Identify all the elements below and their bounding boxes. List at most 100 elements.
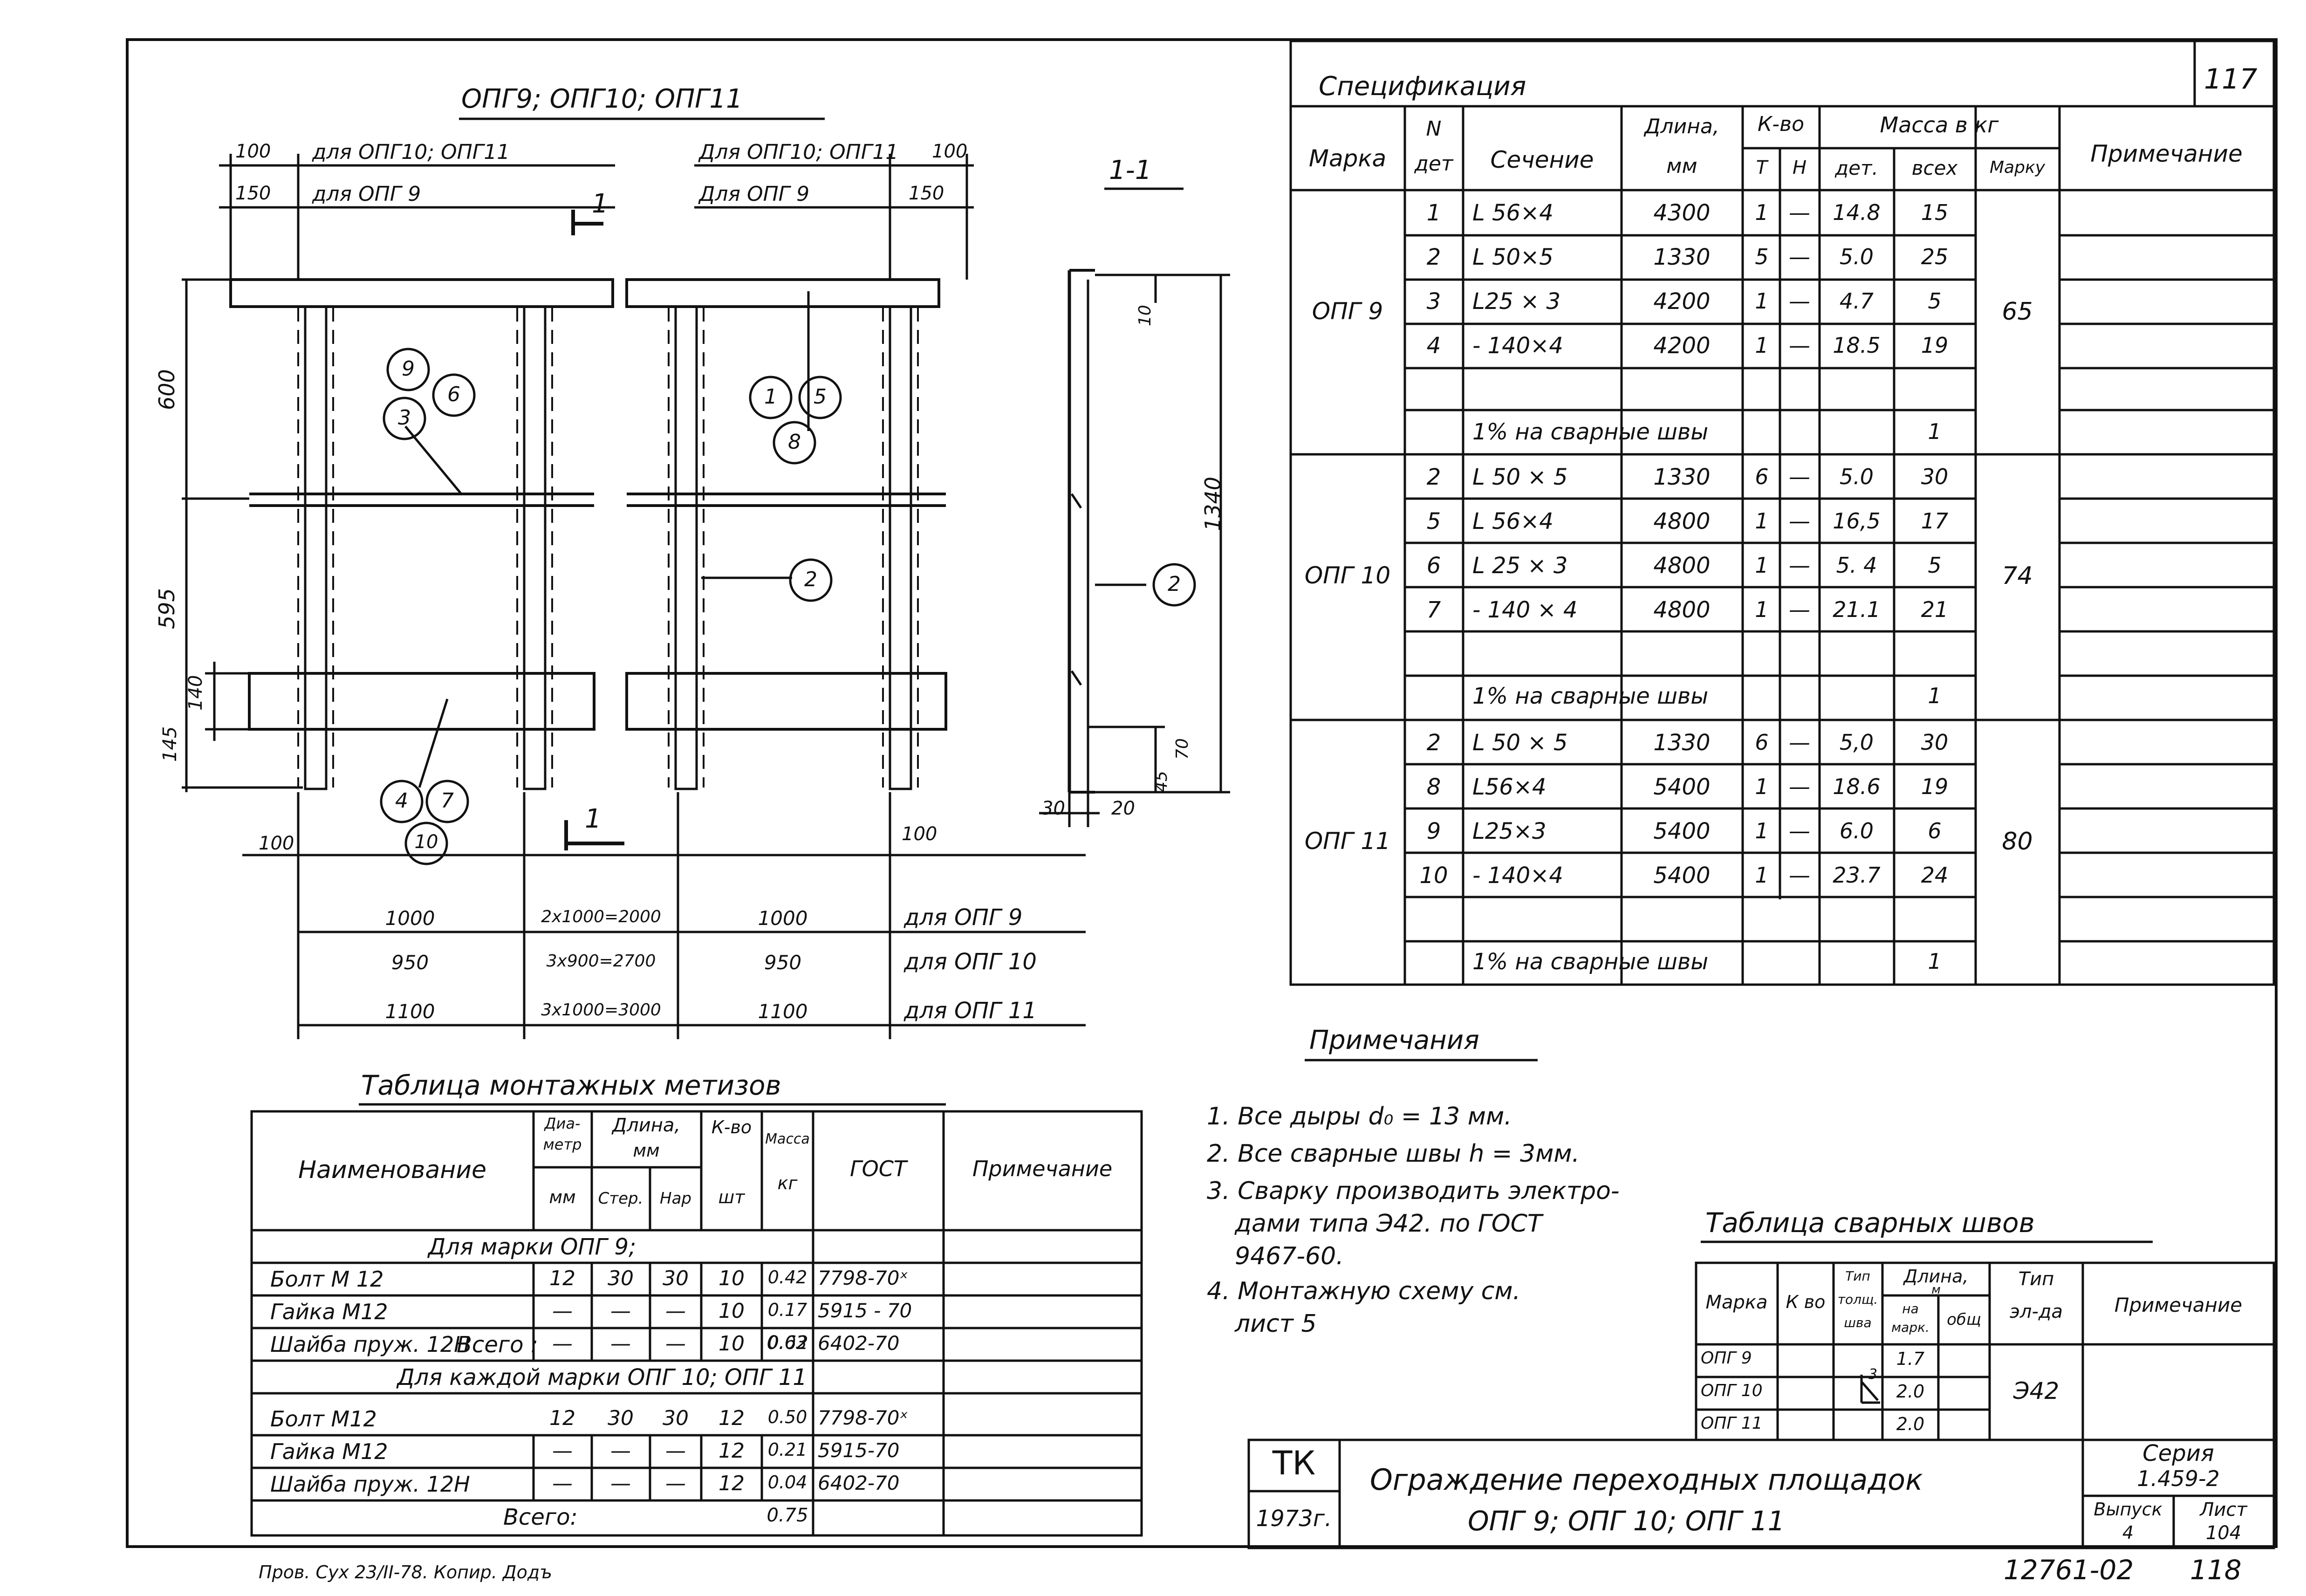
hw-cell-gost: 7798-70ˣ bbox=[818, 1406, 909, 1429]
spec-header-kvo: К-во bbox=[1758, 112, 1804, 136]
spec-cell-mass-det: 18.5 bbox=[1833, 333, 1881, 358]
note-line: 9467-60. bbox=[1235, 1242, 1344, 1270]
bottom-dim-b: 2х1000=2000 bbox=[541, 907, 661, 926]
hw-cell-name: Шайба пруж. 12Н bbox=[270, 1472, 470, 1497]
welds-cell-length: 2.0 bbox=[1896, 1414, 1925, 1434]
hw-cell-mass: 0.03 bbox=[767, 1332, 807, 1353]
note-line: 2. Все сварные швы h = 3мм. bbox=[1207, 1140, 1580, 1168]
welds-cell-marka: ОПГ 11 bbox=[1701, 1414, 1763, 1433]
hw-header-prim: Примечание bbox=[972, 1156, 1113, 1181]
bottom-dim-c: 1100 bbox=[758, 1000, 808, 1023]
dim-45: 45 bbox=[1152, 771, 1171, 792]
note-line: 1. Все дыры d₀ = 13 мм. bbox=[1207, 1103, 1512, 1130]
spec-cell-n: 9 bbox=[1426, 818, 1441, 844]
spec-cell-t: 1 bbox=[1755, 333, 1769, 358]
hw-cell-ster: — bbox=[610, 1439, 631, 1463]
spec-cell-mass-all: 17 bbox=[1921, 508, 1949, 534]
hw-cell-nar: — bbox=[665, 1299, 686, 1323]
spec-cell-mass-all: 24 bbox=[1921, 863, 1949, 888]
dim-100-left: 100 bbox=[235, 141, 271, 162]
spec-cell-section: L 56×4 bbox=[1472, 508, 1553, 534]
hw-cell-nar: 30 bbox=[663, 1406, 689, 1430]
hw-cell-gost: 5915-70 bbox=[818, 1439, 900, 1462]
hw-cell-qty: 12 bbox=[718, 1406, 745, 1430]
hw-header-name: Наименование bbox=[298, 1156, 487, 1184]
spec-cell-t: 1 bbox=[1755, 508, 1769, 534]
spec-cell-n: 7 bbox=[1426, 597, 1441, 623]
spec-cell-section: L25×3 bbox=[1472, 818, 1546, 844]
spec-header-dlina: Длина, bbox=[1644, 115, 1719, 138]
stamp-title-2: ОПГ 9; ОПГ 10; ОПГ 11 bbox=[1468, 1505, 1785, 1537]
hw-cell-name: Болт М 12 bbox=[270, 1267, 384, 1292]
dim-for-9-left: для ОПГ 9 bbox=[312, 182, 421, 206]
spec-header-det: дет bbox=[1414, 152, 1453, 176]
spec-cell-h: — bbox=[1789, 863, 1810, 888]
hw-cell-name: Шайба пруж. 12Н bbox=[270, 1332, 470, 1357]
spec-cell-n: 5 bbox=[1426, 508, 1441, 534]
spec-cell-h: — bbox=[1789, 553, 1810, 578]
spec-cell-section: - 140×4 bbox=[1472, 863, 1563, 889]
callout-8: 8 bbox=[788, 430, 801, 454]
spec-cell-mass-det: 21.1 bbox=[1833, 597, 1881, 622]
callout-2-section: 2 bbox=[1168, 572, 1181, 596]
hw-cell-ster: 30 bbox=[608, 1406, 634, 1430]
spec-header-marka: Марка bbox=[1308, 145, 1387, 172]
dim-145: 145 bbox=[159, 726, 181, 762]
dim-600: 600 bbox=[154, 369, 179, 410]
spec-cell-t: 1 bbox=[1755, 597, 1769, 622]
callout-10: 10 bbox=[414, 831, 438, 853]
spec-cell-length: 5400 bbox=[1653, 774, 1711, 800]
spec-cell-h: — bbox=[1789, 200, 1810, 225]
hw-header-nar: Нар bbox=[660, 1189, 691, 1208]
hw-cell-mass: 0.21 bbox=[767, 1439, 807, 1460]
spec-cell-section: - 140×4 bbox=[1472, 333, 1563, 359]
hw-cell-qty: 10 bbox=[718, 1332, 745, 1356]
spec-cell-length: 1330 bbox=[1653, 464, 1711, 490]
spec-cell-h: — bbox=[1789, 730, 1810, 755]
welds-header-tip2: толщ. bbox=[1837, 1292, 1878, 1307]
callout-6: 6 bbox=[447, 383, 460, 406]
spec-cell-h: — bbox=[1789, 244, 1810, 269]
bottom-dim-b: 3х1000=3000 bbox=[541, 1000, 661, 1020]
drawing-title: ОПГ9; ОПГ10; ОПГ11 bbox=[461, 84, 743, 114]
stamp-vyp-label: Выпуск bbox=[2094, 1499, 2162, 1520]
spec-cell-n: 1 bbox=[1426, 200, 1441, 226]
spec-header-mdet: дет. bbox=[1835, 157, 1878, 179]
spec-cell-mass-det: 16,5 bbox=[1833, 508, 1881, 534]
hw-cell-dia: 12 bbox=[549, 1406, 575, 1430]
spec-cell-h: — bbox=[1789, 597, 1810, 622]
spec-cell-section: - 140 × 4 bbox=[1472, 597, 1578, 623]
welds-cell-length: 2.0 bbox=[1896, 1381, 1925, 1402]
weld-symbol-value: 3 bbox=[1868, 1366, 1878, 1383]
hw-section-2: Для каждой марки ОПГ 10; ОПГ 11 bbox=[397, 1364, 807, 1391]
dim-70: 70 bbox=[1173, 738, 1192, 760]
spec-group-marka: ОПГ 11 bbox=[1304, 828, 1391, 855]
spec-cell-mass-all: 21 bbox=[1921, 597, 1949, 622]
spec-cell-mass-det: 23.7 bbox=[1833, 863, 1881, 888]
spec-cell-h: — bbox=[1789, 288, 1810, 314]
hw-total-2: 0.75 bbox=[766, 1505, 808, 1526]
dim-140: 140 bbox=[185, 675, 206, 711]
bottom-dim-a: 1100 bbox=[385, 1000, 435, 1023]
hw-header-len1: Длина, bbox=[612, 1115, 681, 1136]
spec-header-n: N bbox=[1426, 117, 1442, 141]
hw-cell-dia: — bbox=[552, 1472, 573, 1495]
spec-cell-t: 6 bbox=[1755, 730, 1769, 755]
spec-header-mall: всех bbox=[1911, 157, 1958, 179]
hw-cell-gost: 6402-70 bbox=[818, 1472, 900, 1494]
spec-cell-t: 1 bbox=[1755, 200, 1769, 225]
hw-cell-nar: — bbox=[665, 1472, 686, 1495]
spec-cell-t: 5 bbox=[1755, 244, 1769, 269]
hw-cell-ster: — bbox=[610, 1299, 631, 1323]
welds-header-prim: Примечание bbox=[2114, 1294, 2243, 1316]
dim-595: 595 bbox=[154, 588, 179, 629]
hw-header-sht: шт bbox=[718, 1187, 745, 1207]
spec-cell-length: 5400 bbox=[1653, 818, 1711, 844]
spec-cell-h: — bbox=[1789, 508, 1810, 534]
spec-cell-t: 6 bbox=[1755, 464, 1769, 489]
spec-cell-n: 8 bbox=[1426, 774, 1441, 800]
hw-cell-qty: 10 bbox=[718, 1267, 745, 1290]
spec-cell-length: 1330 bbox=[1653, 244, 1711, 270]
drawing-frame bbox=[126, 38, 2278, 1548]
spec-weld-value: 1 bbox=[1928, 683, 1942, 708]
